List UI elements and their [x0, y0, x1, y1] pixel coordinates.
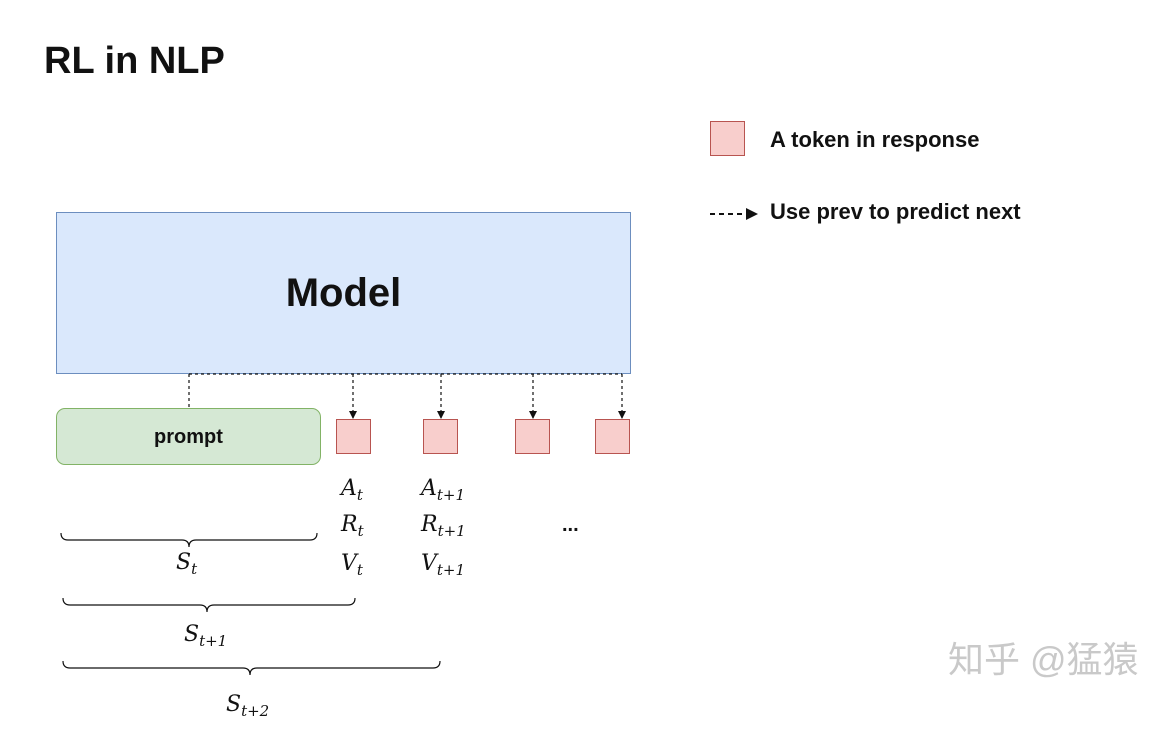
- action-t1-label: At+1: [421, 476, 466, 504]
- slide-title: RL in NLP: [44, 40, 225, 82]
- legend-token-label: A token in response: [770, 127, 980, 152]
- response-token: [515, 419, 550, 454]
- action-t-label: At: [341, 476, 363, 504]
- reward-t-label: Rt: [341, 512, 364, 540]
- state-t1-label: St+1: [184, 622, 228, 650]
- legend-token-swatch: [710, 121, 745, 156]
- prompt-label: prompt: [154, 425, 223, 448]
- legend-arrow-label: Use prev to predict next: [770, 199, 1021, 224]
- prompt-box: prompt: [56, 408, 321, 465]
- model-label: Model: [285, 271, 402, 315]
- value-t-label: Vt: [341, 551, 363, 579]
- state-t2-label: St+2: [226, 692, 270, 720]
- ellipsis: ...: [562, 514, 579, 536]
- brace-s-t2: [62, 660, 441, 676]
- reward-t1-label: Rt+1: [421, 512, 466, 540]
- brace-s-t1: [62, 597, 356, 613]
- state-t-label: St: [176, 550, 198, 578]
- brace-s-t: [60, 532, 318, 548]
- legend-dashed-arrow-icon: [710, 208, 758, 220]
- response-token: [336, 419, 371, 454]
- response-token: [595, 419, 630, 454]
- model-box: Model: [56, 212, 631, 374]
- watermark: 知乎 @猛猿: [948, 639, 1139, 680]
- value-t1-label: Vt+1: [421, 551, 466, 579]
- response-token: [423, 419, 458, 454]
